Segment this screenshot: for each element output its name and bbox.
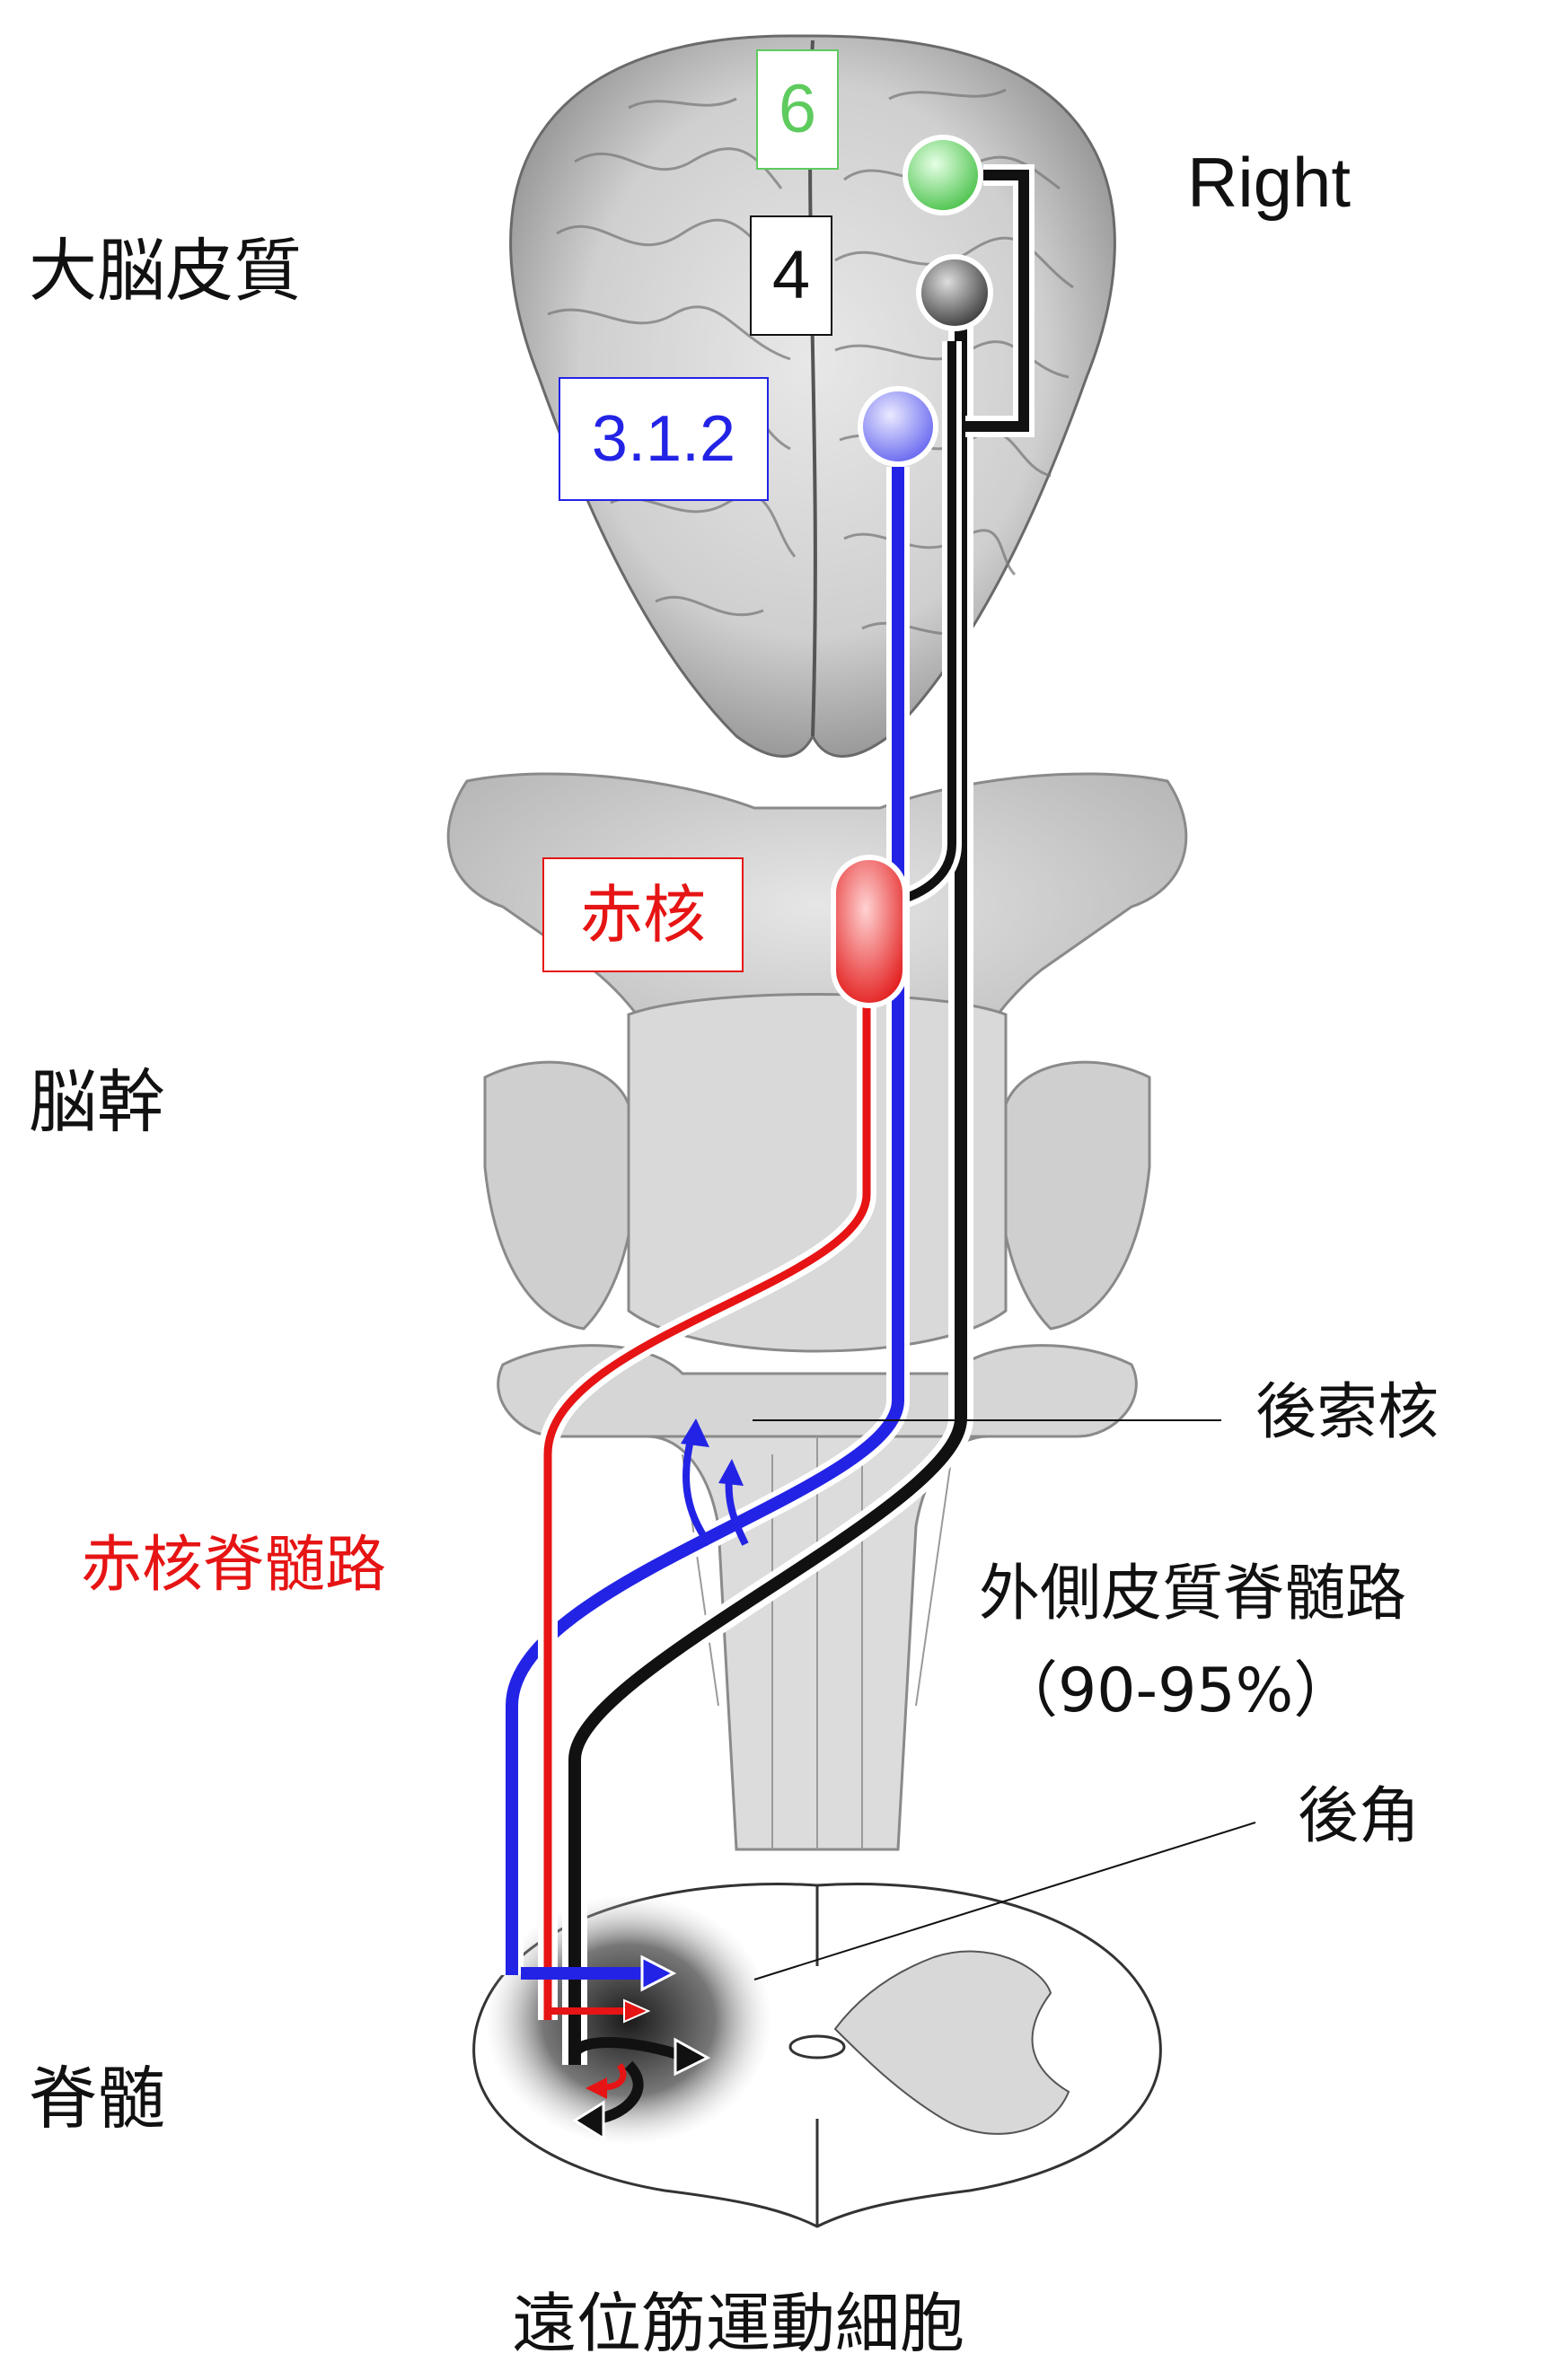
red-nucleus-box: 赤核 [542, 857, 744, 972]
distal-muscle-motor-neurons-label: 遠位筋運動細胞 [512, 2291, 964, 2356]
lateral-corticospinal-percent: （90-95%） [997, 1661, 1354, 1722]
somatosensory-node [860, 389, 936, 464]
dorsal-column-nuclei-label: 後索核 [1255, 1383, 1439, 1444]
somatosensory-area-box: 3.1.2 [559, 377, 769, 501]
rubrospinal-tract-label: 赤核脊髄路 [81, 1535, 386, 1596]
red-nucleus-node [833, 857, 905, 1006]
premotor-area-box: 6 [756, 49, 839, 170]
dorsal-horn-label: 後角 [1298, 1787, 1420, 1848]
brainstem-label: 脳幹 [29, 1068, 165, 1137]
orientation-label: Right [1187, 147, 1351, 217]
lateral-corticospinal-label: 外側皮質脊髄路 [979, 1564, 1406, 1625]
premotor-node [905, 137, 981, 213]
spinal-cord-label: 脊髄 [29, 2065, 165, 2133]
primary-motor-node [919, 257, 991, 329]
cerebral-cortex-label: 大脳皮質 [29, 237, 302, 305]
primary-motor-area-box: 4 [750, 215, 832, 336]
